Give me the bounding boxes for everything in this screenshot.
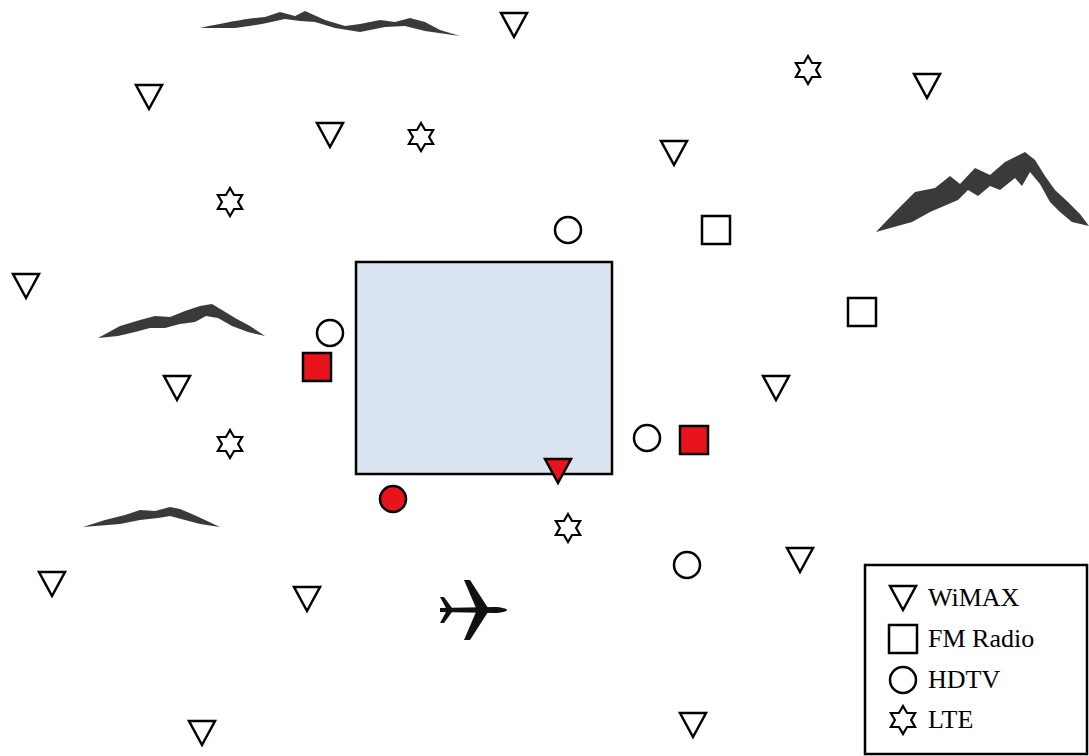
active-hdtv xyxy=(380,486,406,512)
coverage-region xyxy=(356,262,612,474)
active-fm xyxy=(303,353,708,454)
legend-label: HDTV xyxy=(928,665,1000,695)
wimax-symbols xyxy=(13,13,940,745)
legend-fm-sample xyxy=(889,625,917,653)
legend-frame xyxy=(865,565,1087,754)
legend-label: WiMAX xyxy=(928,583,1019,613)
hdtv-symbols xyxy=(317,217,700,578)
lte-symbols xyxy=(218,56,820,542)
legend-label: LTE xyxy=(928,705,973,735)
legend-label: FM Radio xyxy=(928,624,1034,654)
airplane xyxy=(440,580,507,640)
active-wimax xyxy=(545,459,571,483)
legend-hdtv-sample xyxy=(890,667,916,693)
fm-symbols xyxy=(702,216,876,326)
legend-lte-sample xyxy=(891,706,915,734)
mountains xyxy=(83,11,1089,527)
legend-wimax-sample xyxy=(890,586,916,610)
